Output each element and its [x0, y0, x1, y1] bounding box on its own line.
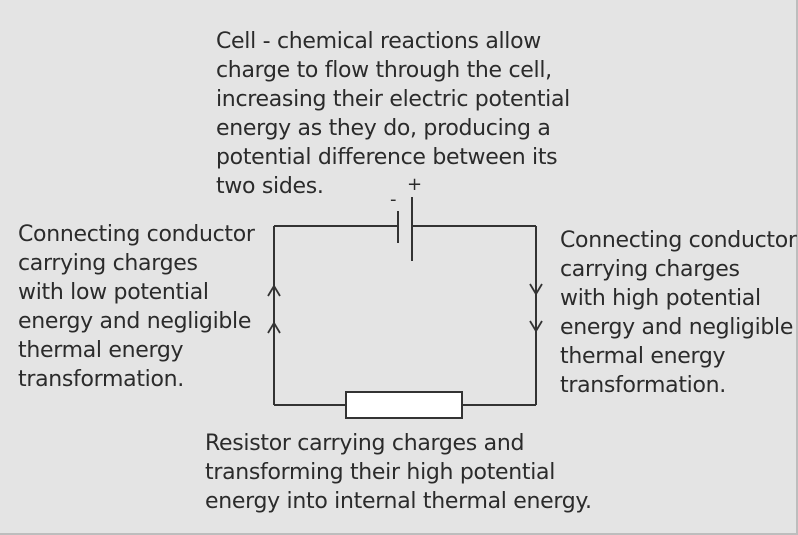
left-conductor-description: Connecting conductor carrying charges wi…	[18, 220, 255, 394]
cell-description: Cell - chemical reactions allow charge t…	[216, 27, 570, 201]
right-conductor-line: carrying charges	[560, 257, 740, 282]
resistor-symbol	[345, 391, 463, 419]
left-conductor-line: transformation.	[18, 367, 184, 392]
cell-description-line: Cell - chemical reactions allow	[216, 29, 541, 54]
current-arrows-left	[267, 284, 281, 334]
resistor-description-line: Resistor carrying charges and	[205, 431, 525, 456]
resistor-description-line: energy into internal thermal energy.	[205, 489, 592, 514]
cell-symbol	[397, 197, 413, 261]
arrow-down-icon	[529, 320, 543, 333]
resistor-description: Resistor carrying charges and transformi…	[205, 429, 592, 516]
arrow-down-icon	[529, 283, 543, 296]
arrow-up-icon	[267, 321, 281, 334]
circuit-wires	[273, 225, 537, 406]
right-conductor-line: thermal energy	[560, 344, 726, 369]
right-conductor-line: with high potential	[560, 286, 761, 311]
right-conductor-line: energy and negligible	[560, 315, 794, 340]
left-conductor-line: Connecting conductor	[18, 222, 255, 247]
cell-negative-sign: -	[390, 189, 397, 210]
right-conductor-line: transformation.	[560, 373, 726, 398]
left-conductor-line: energy and negligible	[18, 309, 252, 334]
left-conductor-line: with low potential	[18, 280, 209, 305]
cell-description-line: charge to flow through the cell,	[216, 58, 552, 83]
left-conductor-line: thermal energy	[18, 338, 184, 363]
cell-description-line: potential difference between its	[216, 145, 558, 170]
cell-description-line: energy as they do, producing a	[216, 116, 551, 141]
current-arrows-right	[529, 283, 543, 333]
left-conductor-line: carrying charges	[18, 251, 198, 276]
cell-description-line: two sides.	[216, 174, 324, 199]
cell-description-line: increasing their electric potential	[216, 87, 570, 112]
resistor-description-line: transforming their high potential	[205, 460, 556, 485]
cell-positive-sign: +	[407, 174, 422, 195]
right-conductor-line: Connecting conductor	[560, 228, 797, 253]
right-conductor-description: Connecting conductor carrying charges wi…	[560, 226, 797, 400]
arrow-up-icon	[267, 284, 281, 297]
